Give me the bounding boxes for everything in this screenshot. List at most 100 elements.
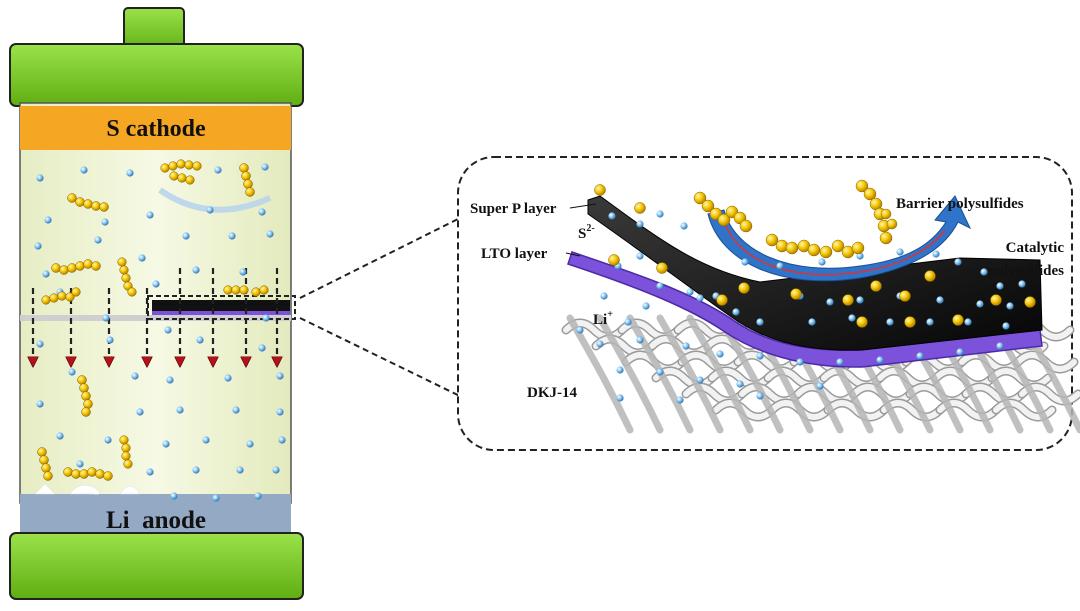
li-ion — [936, 296, 944, 304]
li-ion — [224, 374, 232, 382]
top-cap — [9, 43, 304, 107]
sulfur-atom — [79, 383, 89, 393]
sulfur-atom — [51, 263, 61, 273]
li-ion — [636, 336, 644, 344]
sulfur-atom — [67, 263, 77, 273]
li-ion — [258, 344, 266, 352]
sulfur-atom — [785, 241, 799, 255]
li-ion — [42, 270, 50, 278]
li-ion — [1002, 322, 1010, 330]
li-ion — [916, 352, 924, 360]
li-ion — [80, 166, 88, 174]
li-ion — [146, 468, 154, 476]
li-ion — [624, 318, 632, 326]
li-ion — [926, 318, 934, 326]
li-ion — [682, 342, 690, 350]
li-ion — [680, 222, 688, 230]
sulfur-atom — [41, 295, 51, 305]
li-ion — [996, 282, 1004, 290]
li-ion — [196, 336, 204, 344]
li-ion — [136, 408, 144, 416]
li-ion — [716, 350, 724, 358]
li-ion — [656, 282, 664, 290]
sulfur-atom — [83, 199, 93, 209]
li-ion — [278, 436, 286, 444]
sulfur-atom — [717, 213, 731, 227]
sulfur-atom — [99, 202, 109, 212]
sulfur-atom — [185, 175, 195, 185]
sulfur-atom — [83, 399, 93, 409]
sulfur-atom — [765, 233, 779, 247]
li-ion — [262, 314, 270, 322]
li-ion — [228, 232, 236, 240]
li-ion — [266, 230, 274, 238]
separator-piece — [152, 300, 290, 312]
li-ion — [206, 206, 214, 214]
li-ion — [68, 368, 76, 376]
sulfur-atom — [790, 288, 802, 300]
li-ion — [741, 258, 749, 266]
sulfur-atom — [842, 294, 854, 306]
sulfur-atom — [855, 179, 869, 193]
sulfur-atom — [177, 173, 187, 183]
li-ion — [104, 436, 112, 444]
li-ion — [138, 254, 146, 262]
li-ion — [276, 408, 284, 416]
lithium-ion-charge: + — [607, 309, 613, 320]
sulfur-atom — [239, 163, 249, 173]
li-ion — [686, 288, 694, 296]
sulfide-ion-charge: 2- — [586, 223, 594, 234]
catalytic-polysulfides-label-2: polysulfides — [988, 263, 1064, 279]
sulfur-atom — [103, 471, 113, 481]
sulfur-atom — [904, 316, 916, 328]
sulfur-atom — [851, 241, 865, 255]
sulfur-atom — [43, 471, 53, 481]
li-ion — [254, 492, 262, 500]
sulfur-atom — [924, 270, 936, 282]
sulfur-atom — [245, 187, 255, 197]
sulfur-atom — [59, 265, 69, 275]
sulfur-atom — [95, 469, 105, 479]
zoom-highlight-box — [147, 295, 296, 320]
sulfur-atom — [831, 239, 845, 253]
li-ion — [146, 211, 154, 219]
sulfur-atom — [121, 443, 131, 453]
li-ion — [106, 336, 114, 344]
sulfur-atom — [168, 161, 178, 171]
li-ion — [192, 266, 200, 274]
sulfur-atom — [39, 455, 49, 465]
sulfur-atom — [81, 407, 91, 417]
sulfur-atom — [819, 245, 833, 259]
li-ion — [192, 466, 200, 474]
li-ion — [94, 236, 102, 244]
battery: S cathode Li anode — [9, 7, 304, 600]
sulfur-atom — [57, 291, 67, 301]
sulfur-atom — [67, 193, 77, 203]
sulfur-atom — [37, 447, 47, 457]
sulfur-atom — [1024, 296, 1036, 308]
super-p-layer-label: Super P layer — [470, 201, 557, 217]
li-ion — [576, 326, 584, 334]
li-ion — [152, 280, 160, 288]
li-ion — [816, 382, 824, 390]
li-ion — [34, 242, 42, 250]
li-ion — [272, 466, 280, 474]
sulfur-atom — [259, 285, 269, 295]
li-ion — [214, 166, 222, 174]
cathode-label: S cathode — [106, 116, 206, 142]
li-ion — [162, 440, 170, 448]
sulfur-atom — [49, 293, 59, 303]
sulfur-atom — [608, 254, 620, 266]
sulfur-atom — [241, 171, 251, 181]
li-ion — [76, 460, 84, 468]
sulfur-atom — [75, 261, 85, 271]
sulfur-atom — [738, 282, 750, 294]
li-ion — [980, 268, 988, 276]
li-ion — [258, 208, 266, 216]
sulfur-atom — [119, 265, 129, 275]
sulfur-atom — [169, 171, 179, 181]
sulfur-atom — [41, 463, 51, 473]
li-ion — [608, 212, 616, 220]
sulfur-atom — [701, 199, 715, 213]
